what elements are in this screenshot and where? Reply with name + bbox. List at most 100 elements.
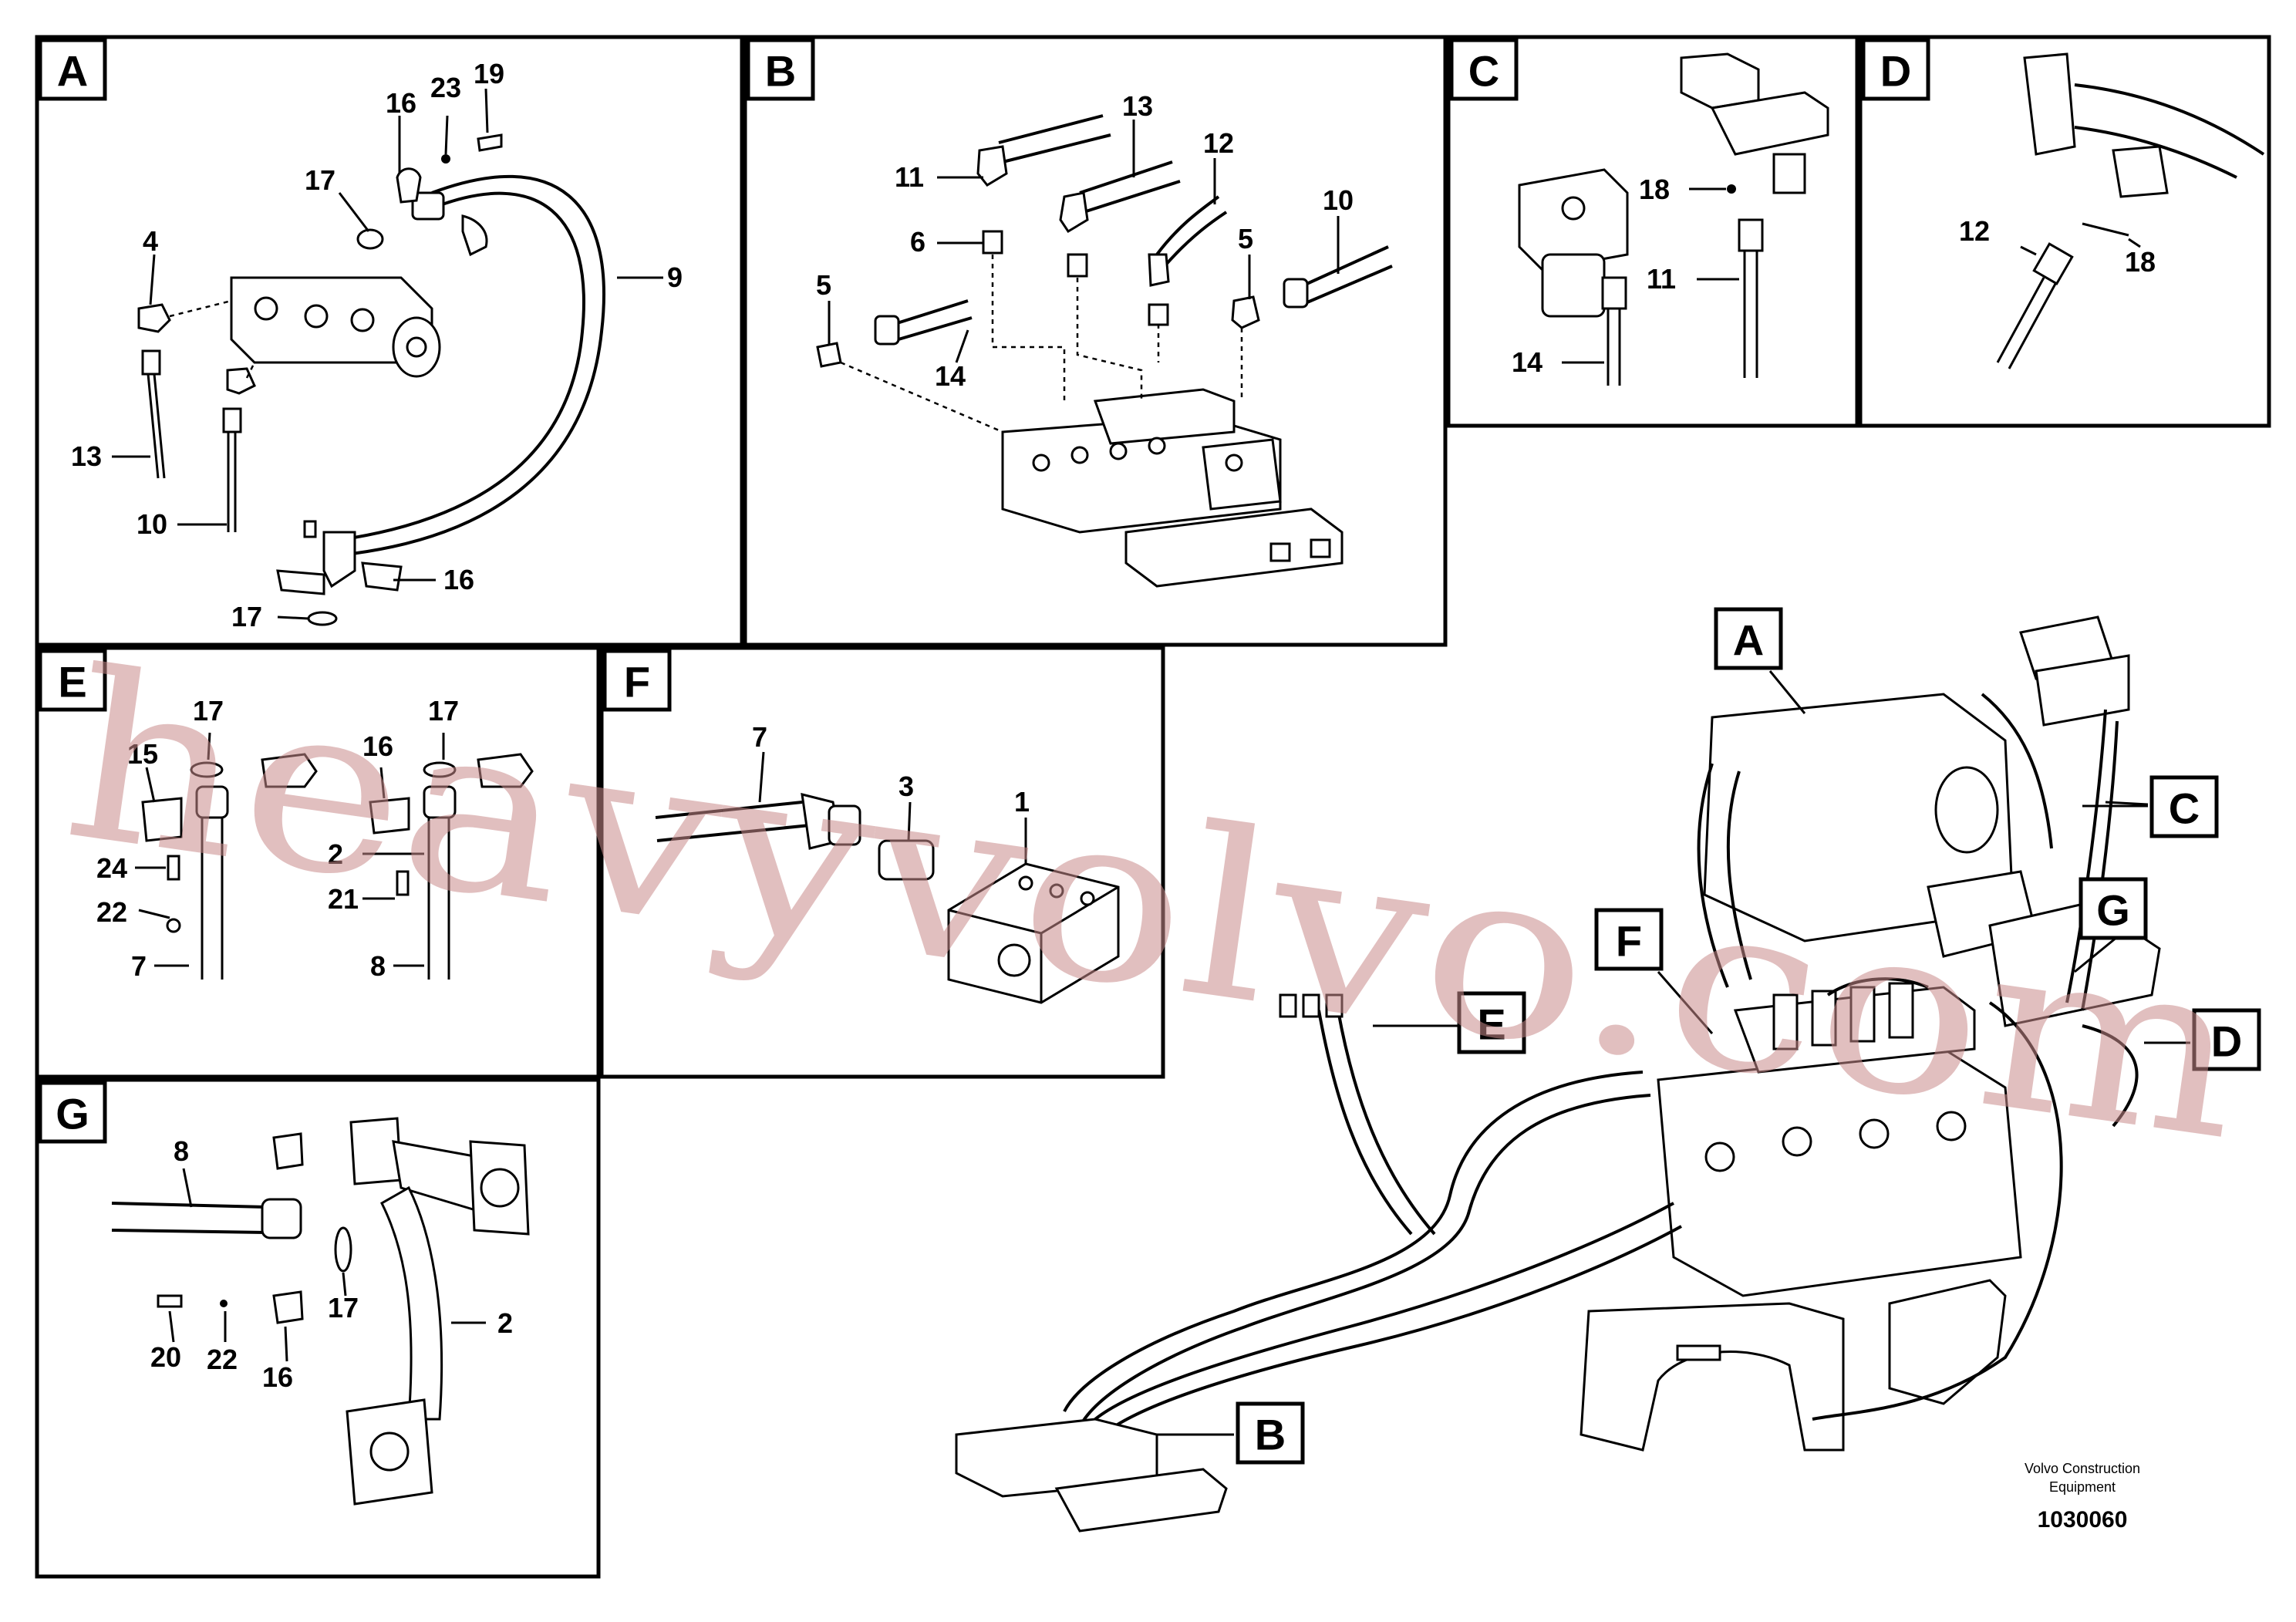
hose-end <box>141 349 161 376</box>
label: 4 <box>143 225 158 257</box>
panel-e-tag: E <box>38 649 107 712</box>
flange-half <box>141 797 183 842</box>
bolt <box>303 520 317 538</box>
caption-block: Volvo Construction Equipment 1030060 <box>2025 1461 2140 1533</box>
callout-b: B <box>1236 1401 1305 1465</box>
callout-e-letter: E <box>1477 1000 1505 1049</box>
hose-end <box>195 785 229 819</box>
flange-half <box>477 753 534 788</box>
panel-g-frame <box>35 1077 601 1579</box>
flange-half <box>369 797 410 835</box>
label: 13 <box>71 440 102 472</box>
label: 10 <box>137 508 167 540</box>
flange-half <box>276 569 325 595</box>
panel-a-tag: A <box>38 38 107 101</box>
o-ring <box>307 611 338 626</box>
fitting <box>1302 993 1320 1018</box>
adapter <box>878 839 935 881</box>
caption-line-2: Equipment <box>2049 1479 2116 1495</box>
solenoid-valve <box>2035 654 2130 727</box>
callout-d: D <box>2192 1008 2261 1071</box>
nameplate <box>1676 1344 1721 1361</box>
o-ring <box>356 228 384 250</box>
label: 16 <box>262 1361 293 1393</box>
bolt <box>396 870 410 896</box>
spool-cap <box>1772 993 1799 1050</box>
hose-coupling <box>411 191 445 221</box>
washer <box>166 918 181 933</box>
hose-end <box>874 315 900 346</box>
label: 13 <box>1122 90 1153 122</box>
panel-b-labels: 13 12 11 6 5 10 5 14 <box>816 90 1354 392</box>
label: 14 <box>1512 346 1542 378</box>
label: 3 <box>899 771 914 802</box>
label: 14 <box>935 360 966 392</box>
hose-nut <box>828 804 861 846</box>
label: 17 <box>305 164 335 196</box>
panel-e-letter: E <box>58 658 86 706</box>
label: 8 <box>174 1135 189 1167</box>
callout-c: C <box>2149 775 2219 838</box>
flange-half <box>272 1290 304 1324</box>
panel-a-frame <box>35 35 744 647</box>
callout-c-letter: C <box>2169 784 2200 833</box>
label: 18 <box>2125 246 2156 278</box>
callout-e: E <box>1457 991 1526 1054</box>
callout-a-letter: A <box>1733 616 1764 665</box>
panel-g-letter: G <box>56 1090 89 1138</box>
label: 19 <box>474 58 504 89</box>
main-assembly <box>955 615 2190 1533</box>
flange-half <box>261 753 318 788</box>
label: 5 <box>816 269 831 301</box>
label: 17 <box>193 695 224 727</box>
callout-b-letter: B <box>1255 1411 1286 1459</box>
mounting-frame <box>1580 1302 1845 1452</box>
panel-d-frame <box>1858 35 2271 428</box>
label: 2 <box>497 1307 513 1339</box>
label: 6 <box>910 226 925 258</box>
label: 12 <box>1959 215 1990 247</box>
label: 22 <box>96 896 127 928</box>
panel-b-letter: B <box>765 47 796 96</box>
label: 23 <box>430 72 461 103</box>
panel-f-frame <box>599 646 1165 1079</box>
label: 16 <box>386 87 416 119</box>
o-ring <box>423 761 457 778</box>
label: 9 <box>667 261 683 293</box>
hose-end <box>222 407 242 433</box>
label: 16 <box>443 564 474 595</box>
label: 8 <box>370 950 386 982</box>
panel-f-tag: F <box>602 649 672 712</box>
caption-line-1: Volvo Construction <box>2025 1461 2140 1476</box>
callout-f: F <box>1594 908 1664 971</box>
panel-f-letter: F <box>624 658 650 706</box>
filter-housing <box>1518 168 1629 318</box>
panel-a-drawing <box>112 88 663 626</box>
label: 17 <box>231 601 262 632</box>
panel-g-drawing <box>111 1117 530 1506</box>
o-ring <box>190 761 224 778</box>
hose-end <box>423 785 457 819</box>
label: 11 <box>895 161 924 193</box>
hose-end <box>261 1198 302 1239</box>
seal <box>1727 184 1736 194</box>
elbow-fitting <box>226 367 256 395</box>
flange-half <box>396 167 422 204</box>
label: 21 <box>328 883 359 915</box>
callout-d-letter: D <box>2211 1017 2242 1066</box>
panel-c-labels: 18 11 14 <box>1512 174 1676 378</box>
flange-half <box>361 561 403 592</box>
callout-f-letter: F <box>1616 917 1642 966</box>
panel-c-letter: C <box>1468 47 1499 96</box>
elbow-fitting <box>322 531 356 588</box>
adapter <box>1067 253 1088 278</box>
bolt <box>477 133 503 152</box>
label: 17 <box>428 695 459 727</box>
manifold-block <box>947 862 1120 1004</box>
panel-a-letter: A <box>57 47 88 96</box>
adapter <box>816 342 842 368</box>
label: 5 <box>1238 223 1253 255</box>
elbow-fitting <box>137 303 171 333</box>
callout-g: G <box>2079 877 2148 940</box>
